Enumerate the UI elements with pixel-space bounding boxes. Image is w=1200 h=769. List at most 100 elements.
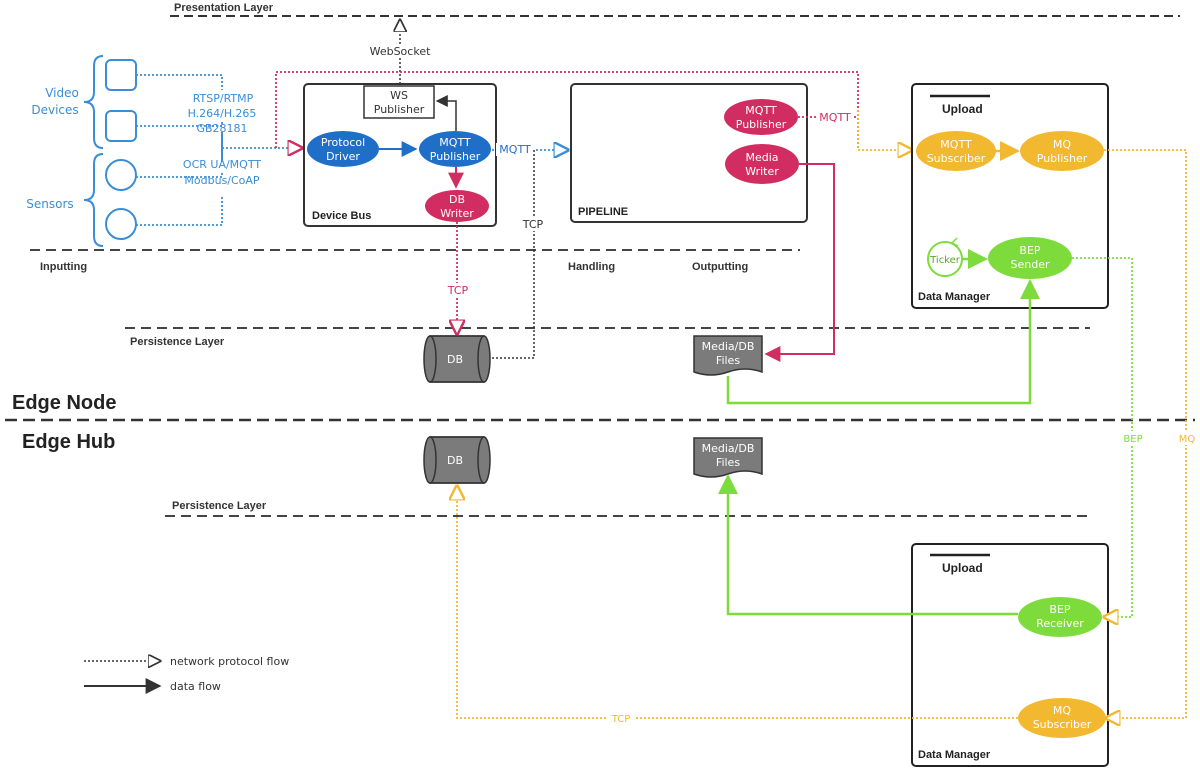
mqtt-publisher-bus-line1: MQTT [439, 136, 471, 149]
edge-node-label: Edge Node [12, 392, 116, 414]
mqtt-subscriber-line1: MQTT [940, 138, 972, 151]
input-connectors [136, 74, 223, 226]
upload-label-node: Upload [942, 102, 983, 116]
ticker-refresh-icon [951, 237, 959, 247]
files-node-line2: Files [716, 354, 740, 367]
inputting-label: Inputting [40, 261, 87, 273]
legend-data-label: data flow [170, 680, 221, 693]
video-device-2 [105, 110, 137, 142]
video-devices-label-1: Video [45, 86, 79, 100]
protocol-driver-line1: Protocol [321, 136, 365, 149]
device-bus-title: Device Bus [312, 210, 371, 222]
video-brace [83, 55, 104, 149]
outputting-label: Outputting [692, 261, 748, 273]
bep-receiver-line1: BEP [1049, 603, 1070, 616]
mq-subscriber-line2: Subscriber [1033, 718, 1092, 731]
files-node-shape [693, 335, 763, 376]
sensor-protocol-2: Modbus/CoAP [184, 174, 260, 187]
mqtt-bus-label-bg [496, 143, 534, 156]
mqtt-to-subscriber-arrow [857, 110, 912, 150]
bep-sender-node [988, 237, 1072, 279]
mq-subscriber-line1: MQ [1053, 704, 1071, 717]
files-hub-shape [693, 437, 763, 478]
legend-network-label: network protocol flow [170, 655, 289, 668]
bep-sender-line2: Sender [1011, 258, 1050, 271]
db-hub-label: DB [447, 454, 463, 467]
tcp-dbwriter-label: TCP [447, 284, 469, 297]
persistence-layer-label-node: Persistence Layer [130, 336, 225, 348]
publisher-to-ws-arrow [435, 95, 457, 131]
mqtt-publisher-pipeline-line1: MQTT [745, 104, 777, 117]
mq-label: MQ [1179, 434, 1196, 445]
protocol-driver-line2: Driver [326, 150, 360, 163]
ticker-label: Ticker [929, 255, 961, 266]
files-to-bep-sender-arrow [726, 279, 1040, 405]
mqtt-pipeline-label-bg [816, 110, 854, 123]
persistence-layer-label-hub: Persistence Layer [172, 500, 267, 512]
data-manager-node-title: Data Manager [918, 291, 991, 303]
presentation-layer-label: Presentation Layer [174, 2, 274, 14]
mq-publisher-line2: Publisher [1037, 152, 1088, 165]
ws-publisher-line1: WS [390, 89, 408, 102]
media-writer-to-files-arrow [764, 163, 835, 362]
files-node-line1: Media/DB [702, 340, 755, 353]
files-hub-line1: Media/DB [702, 442, 755, 455]
sensor-protocol-1: OCR UA/MQTT [183, 158, 261, 171]
protocol-driver-node [307, 131, 379, 167]
mqtt-pipeline-label: MQTT [819, 111, 851, 124]
sensors-brace [83, 153, 104, 247]
bep-sender-to-receiver-arrow [1072, 257, 1133, 617]
data-manager-hub-title: Data Manager [918, 749, 991, 761]
handling-label: Handling [568, 261, 615, 273]
bep-label: BEP [1123, 434, 1142, 445]
video-device-1 [105, 59, 137, 91]
sensors-label: Sensors [26, 197, 73, 211]
db-writer-node [425, 190, 489, 222]
bep-receiver-to-files-arrow [718, 474, 1018, 616]
db-node-label: DB [447, 353, 463, 366]
websocket-label-bg [366, 44, 434, 58]
mqtt-publisher-pipeline-line2: Publisher [736, 118, 787, 131]
mq-publisher-node [1020, 131, 1104, 171]
media-writer-line1: Media [745, 151, 778, 164]
mqtt-subscriber-node [916, 131, 996, 171]
media-writer-node [725, 144, 799, 184]
mq-label-bg [1176, 431, 1198, 445]
tcp-hub-label: TCP [611, 714, 631, 725]
db-node-cylinder [423, 335, 491, 383]
mqtt-subscriber-line2: Subscriber [927, 152, 986, 165]
video-protocol-2: H.264/H.265 [188, 107, 257, 120]
db-writer-line1: DB [449, 193, 465, 206]
video-devices-label-2: Devices [31, 103, 78, 117]
mqtt-publisher-bus-node [419, 131, 491, 167]
mq-subscriber-to-db-arrow [457, 486, 1018, 719]
pipeline-title: PIPELINE [578, 206, 628, 218]
video-protocol-3: GB28181 [196, 122, 247, 135]
files-hub-line2: Files [716, 456, 740, 469]
tcp-hub-label-bg [608, 711, 634, 724]
mq-publisher-line1: MQ [1053, 138, 1071, 151]
bep-sender-line1: BEP [1019, 244, 1040, 257]
db-hub-cylinder [423, 436, 491, 484]
tcp-pipeline-label: TCP [522, 218, 544, 231]
mq-subscriber-node [1018, 698, 1106, 738]
db-writer-line2: Writer [440, 207, 474, 220]
tcp-dbwriter-label-bg [445, 283, 471, 296]
upload-label-hub: Upload [942, 561, 983, 575]
bep-label-bg [1120, 431, 1146, 445]
sensor-2 [105, 208, 137, 240]
edge-hub-label: Edge Hub [22, 431, 115, 453]
tcp-pipeline-label-bg [521, 218, 547, 231]
video-protocol-1: RTSP/RTMP [193, 92, 254, 105]
websocket-label: WebSocket [370, 45, 431, 58]
ws-publisher-box [363, 85, 435, 119]
ws-publisher-line2: Publisher [374, 103, 425, 116]
bep-receiver-line2: Receiver [1036, 617, 1084, 630]
bep-receiver-node [1018, 597, 1102, 637]
mqtt-publisher-bus-line2: Publisher [430, 150, 481, 163]
mqtt-bus-label: MQTT [499, 143, 531, 156]
media-writer-line2: Writer [745, 165, 779, 178]
mqtt-publisher-pipeline-node [724, 99, 798, 135]
sensor-1 [105, 159, 137, 191]
